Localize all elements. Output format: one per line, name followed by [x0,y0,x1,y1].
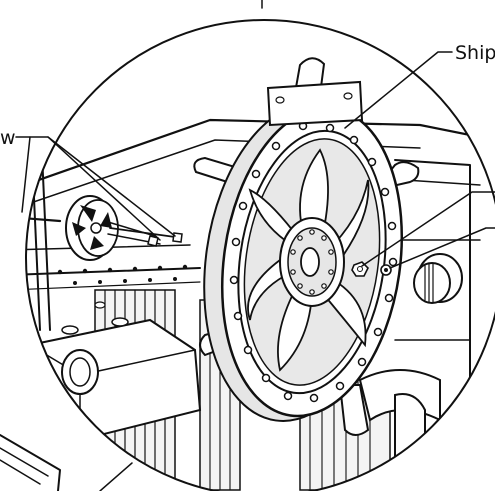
external-part-outline [0,434,61,491]
ship-wheel-label: Ship [455,42,495,64]
detail-circle [25,19,495,491]
ship-wheel [193,57,420,436]
rail-holes [57,264,188,285]
screw-label: w [0,127,16,149]
ring-bolt-holes [229,121,398,403]
detail-view [26,57,495,491]
knob [413,253,463,304]
impeller-part [26,195,183,261]
wheel-hub [279,217,345,307]
leader-lines [15,0,495,491]
top-bracket [266,80,364,127]
